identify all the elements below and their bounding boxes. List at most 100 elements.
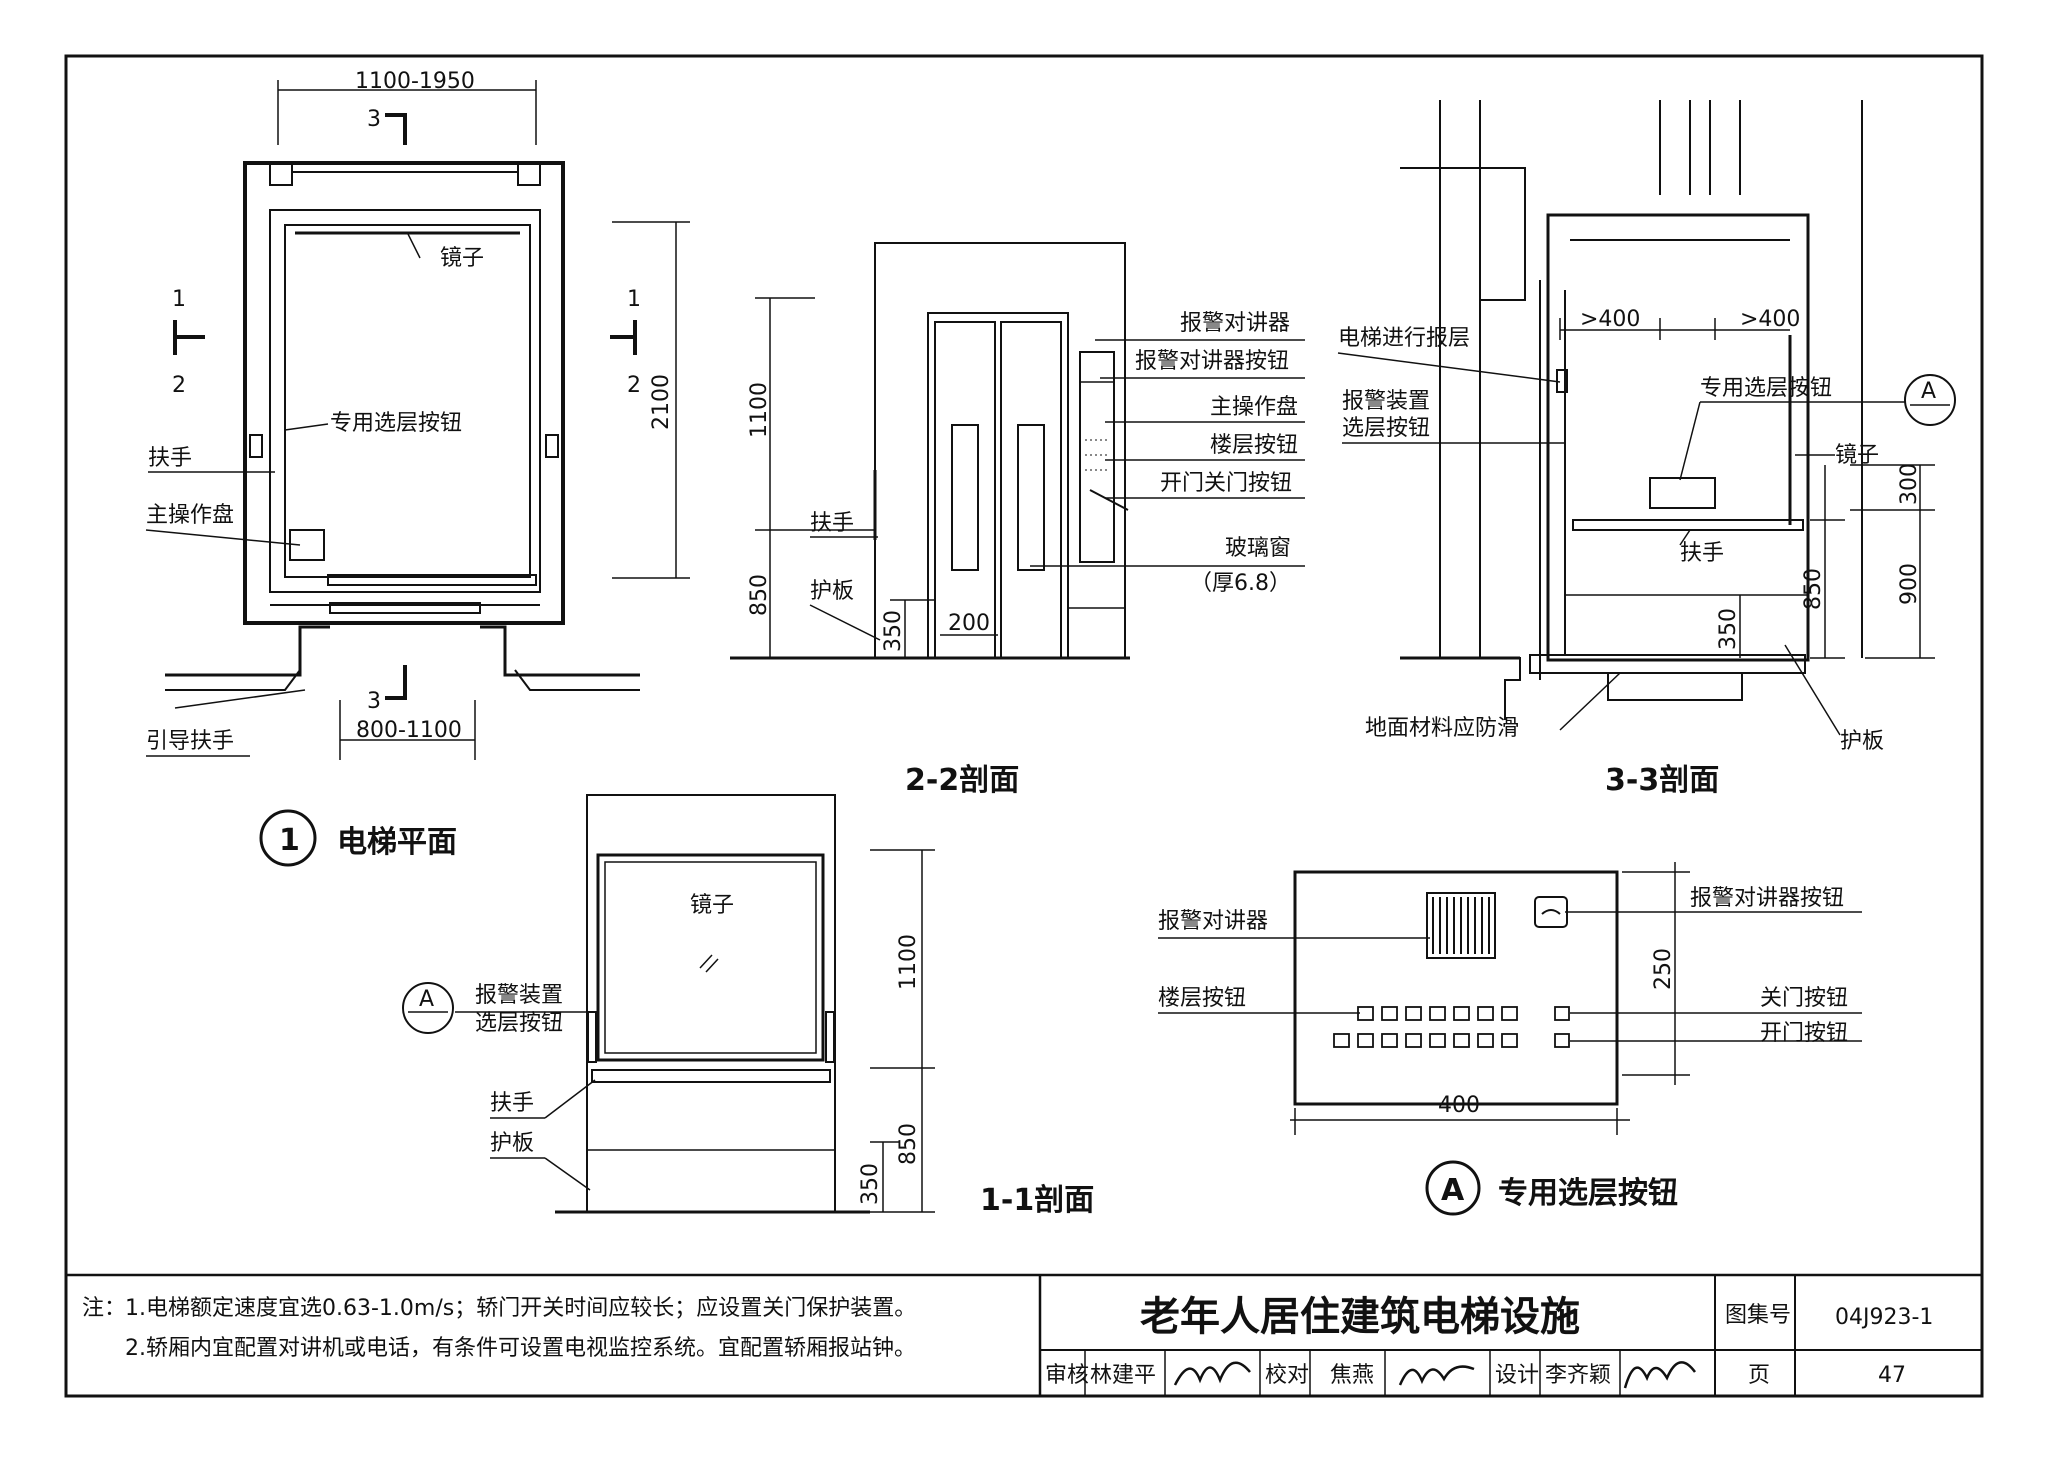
s22-panel [1079, 351, 1115, 563]
s33-label-alarm2: 选层按钮 [1342, 416, 1430, 441]
detailA-floor-button [1381, 1033, 1398, 1048]
plan-door-sill [327, 574, 537, 586]
detailA-label-intercom: 报警对讲器 [1158, 909, 1268, 934]
detailA-phone-button [1534, 896, 1568, 928]
detailA-floor-button [1477, 1033, 1494, 1048]
notes-line2: 2.轿厢内宜配置对讲机或电话，有条件可设置电视监控系统。宜配置轿厢报站钟。 [125, 1336, 916, 1361]
sheet-border [64, 54, 1984, 1398]
detailA-open-button [1554, 1033, 1570, 1048]
tb-check-name: 焦燕 [1330, 1363, 1374, 1388]
s11-dim-1100: 1100 [896, 934, 921, 990]
s22-glass-thickness: （厚6.8） [1190, 571, 1291, 596]
s11-handrail [591, 1069, 831, 1083]
detailA-label-floor-btn: 楼层按钮 [1158, 986, 1246, 1011]
plan-label-guide: 引导扶手 [146, 729, 234, 754]
s22-dim-850: 850 [747, 574, 772, 616]
detailA-floor-button [1501, 1033, 1518, 1048]
s22-dim-200: 200 [948, 611, 990, 636]
plan-dim-depth: 2100 [649, 374, 674, 430]
tb-page-no: 47 [1878, 1363, 1906, 1388]
s22-dim-1100: 1100 [747, 382, 772, 438]
s11-dim-850: 850 [896, 1123, 921, 1165]
s11-label-handrail: 扶手 [490, 1091, 534, 1116]
s22-callout-intercom-btn: 报警对讲器按钮 [1135, 349, 1289, 374]
notes-prefix: 注： [82, 1296, 126, 1321]
s11-label-alarm2: 选层按钮 [475, 1011, 563, 1036]
detailA-speaker [1426, 892, 1496, 959]
plan-label-panel: 主操作盘 [146, 503, 234, 528]
s22-label-guard: 护板 [810, 579, 854, 604]
s22-door-left [934, 321, 996, 659]
detailA-panel [1293, 870, 1619, 1106]
s22-callout-door-btn: 开门关门按钮 [1160, 471, 1292, 496]
detailA-dim-250: 250 [1651, 948, 1676, 990]
s33-dim-400a: >400 [1580, 307, 1640, 332]
plan-guide-left [269, 162, 293, 186]
s11-dim-350: 350 [858, 1163, 883, 1205]
tb-design-signature [1623, 1361, 1697, 1389]
tb-atlas-no: 04J923-1 [1835, 1305, 1933, 1330]
detailA-title-circle [1425, 1160, 1481, 1216]
bottom-block: 注： 1.电梯额定速度宜选0.63-1.0m/s；轿门开关时间应较长；应设置关门… [66, 1273, 1982, 1396]
tb-check-signature [1398, 1365, 1475, 1386]
detailA-label-close: 关门按钮 [1760, 986, 1848, 1011]
plan-panel-shape [289, 529, 325, 561]
detailA-floor-button [1477, 1006, 1494, 1021]
s11-title: 1-1剖面 [980, 1183, 1094, 1218]
tb-design-label: 设计 [1495, 1363, 1539, 1388]
s11-mirror [596, 853, 825, 1062]
detailA-floor-button [1453, 1006, 1470, 1021]
s33-label-guard: 护板 [1840, 729, 1884, 754]
s33-button-panel [1649, 477, 1716, 509]
s33-label-mirror: 镜子 [1835, 443, 1879, 468]
tb-atlas-label: 图集号 [1725, 1303, 1791, 1328]
plan-section3-bottom: 3 [367, 689, 381, 714]
detailA-floor-button [1357, 1006, 1374, 1021]
detailA-floor-button [1429, 1006, 1446, 1021]
plan-shaft-wall [243, 161, 565, 625]
s33-label-button: 专用选层按钮 [1700, 376, 1832, 401]
s33-dim-300: 300 [1897, 463, 1922, 505]
s22-dim-350: 350 [881, 610, 906, 652]
s11-ref-A: A [419, 987, 434, 1012]
detailA-title-ref: A [1441, 1173, 1465, 1208]
plan-sec1-left-top: 1 [172, 287, 186, 312]
detailA-dim-400: 400 [1438, 1093, 1480, 1118]
plan-title-num: 1 [279, 823, 300, 858]
plan-guide-right [517, 162, 541, 186]
tb-review-signature [1173, 1361, 1251, 1386]
s33-label-report: 电梯进行报层 [1338, 326, 1470, 351]
elevator-plan: 1100-1950 3 3 1 2 1 2 2100 800-1100 镜子 专… [145, 69, 690, 867]
plan-section3-top: 3 [367, 107, 381, 132]
s33-ref-circle [1904, 374, 1956, 426]
s22-label-handrail: 扶手 [810, 511, 854, 536]
detail-A: 报警对讲器 报警对讲器按钮 楼层按钮 关门按钮 开门按钮 250 400 A 专… [1158, 862, 1862, 1216]
s33-label-alarm1: 报警装置 [1342, 389, 1430, 414]
plan-label-mirror: 镜子 [440, 246, 484, 271]
s11-label-guard: 护板 [490, 1131, 534, 1156]
detailA-floor-button [1405, 1033, 1422, 1048]
s22-callout-panel: 主操作盘 [1210, 395, 1298, 420]
section-2-2: 1100 850 350 200 扶手 护板 报警对讲器 报警对讲器按钮 主操作… [730, 242, 1305, 798]
s11-label-alarm1: 报警装置 [475, 983, 563, 1008]
s22-door-right [1000, 321, 1062, 659]
s11-ref-circle [402, 982, 454, 1034]
s33-dim-400b: >400 [1740, 307, 1800, 332]
detailA-title: 专用选层按钮 [1498, 1176, 1678, 1211]
plan-dim-top: 1100-1950 [355, 69, 475, 94]
s11-label-mirror: 镜子 [690, 893, 734, 918]
detailA-floor-button [1381, 1006, 1398, 1021]
notes-line1: 1.电梯额定速度宜选0.63-1.0m/s；轿门开关时间应较长；应设置关门保护装… [125, 1296, 916, 1321]
s33-car [1546, 213, 1810, 662]
plan-sec1-right-top: 1 [627, 287, 641, 312]
plan-car [269, 209, 541, 593]
plan-label-button: 专用选层按钮 [330, 411, 462, 436]
detailA-floor-button [1405, 1006, 1422, 1021]
plan-title-circle [259, 809, 317, 867]
detailA-floor-button [1429, 1033, 1446, 1048]
plan-sec1-left-bottom: 2 [172, 373, 186, 398]
s22-callout-floor-btn: 楼层按钮 [1210, 433, 1298, 458]
tb-review-label: 审核 [1045, 1363, 1089, 1388]
section-3-3: >400 >400 850 300 900 350 电梯进行报层 报警装置 选层… [1337, 100, 1956, 798]
s33-dim-850: 850 [1801, 568, 1826, 610]
